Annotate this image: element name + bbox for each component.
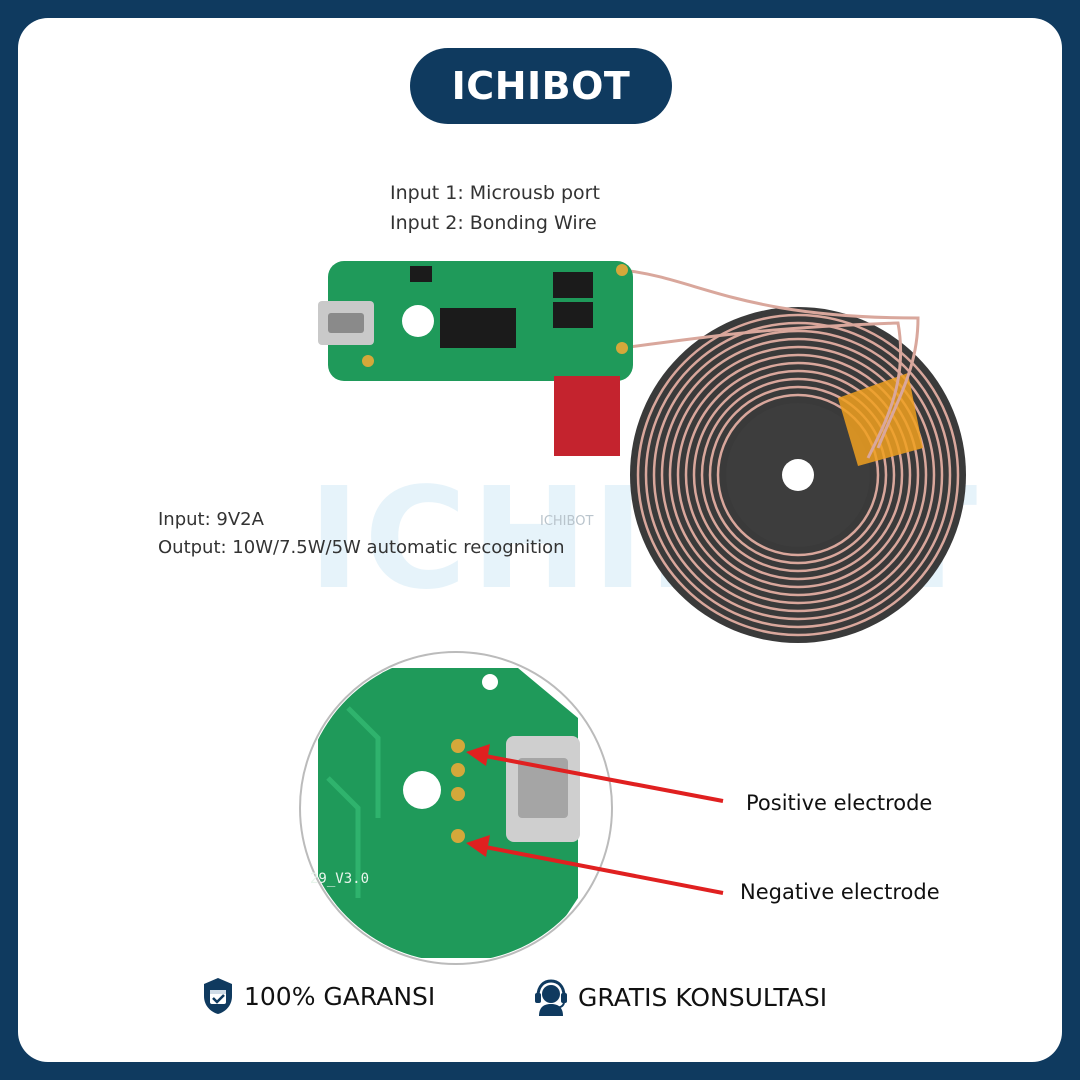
product-card: ICHIBOT ICHIBOT ICHIBOT	[18, 18, 1062, 1062]
shield-calendar-icon	[204, 978, 232, 1014]
negative-electrode-label: Negative electrode	[740, 880, 940, 904]
board-marking: 29_V3.0	[310, 871, 370, 887]
guarantee-badge: 100% GARANSI	[198, 976, 435, 1016]
input-spec-label: Input: 9V2A	[158, 509, 264, 530]
positive-electrode-label: Positive electrode	[746, 791, 933, 815]
consultation-badge: GRATIS KONSULTASI	[530, 976, 827, 1018]
watermark-small: ICHIBOT	[540, 514, 594, 529]
headset-support-icon	[535, 979, 567, 1016]
transmitter-pcb	[318, 261, 633, 456]
consultation-text: GRATIS KONSULTASI	[578, 982, 828, 1012]
input-2-label: Input 2: Bonding Wire	[390, 212, 597, 234]
output-spec-label: Output: 10W/7.5W/5W automatic recognitio…	[158, 537, 565, 558]
electrode-arrows	[466, 744, 724, 895]
pcb-backside-zoom	[299, 651, 613, 965]
charging-coil	[621, 268, 966, 643]
spec-labels: Input: 9V2A Output: 10W/7.5W/5W automati…	[158, 506, 565, 562]
brand-name: ICHIBOT	[451, 64, 631, 108]
input-labels: Input 1: Microusb port Input 2: Bonding …	[390, 178, 600, 238]
input-1-label: Input 1: Microusb port	[390, 182, 600, 204]
product-illustration	[299, 261, 966, 965]
guarantee-text: 100% GARANSI	[244, 981, 436, 1011]
brand-logo: ICHIBOT	[410, 48, 672, 124]
